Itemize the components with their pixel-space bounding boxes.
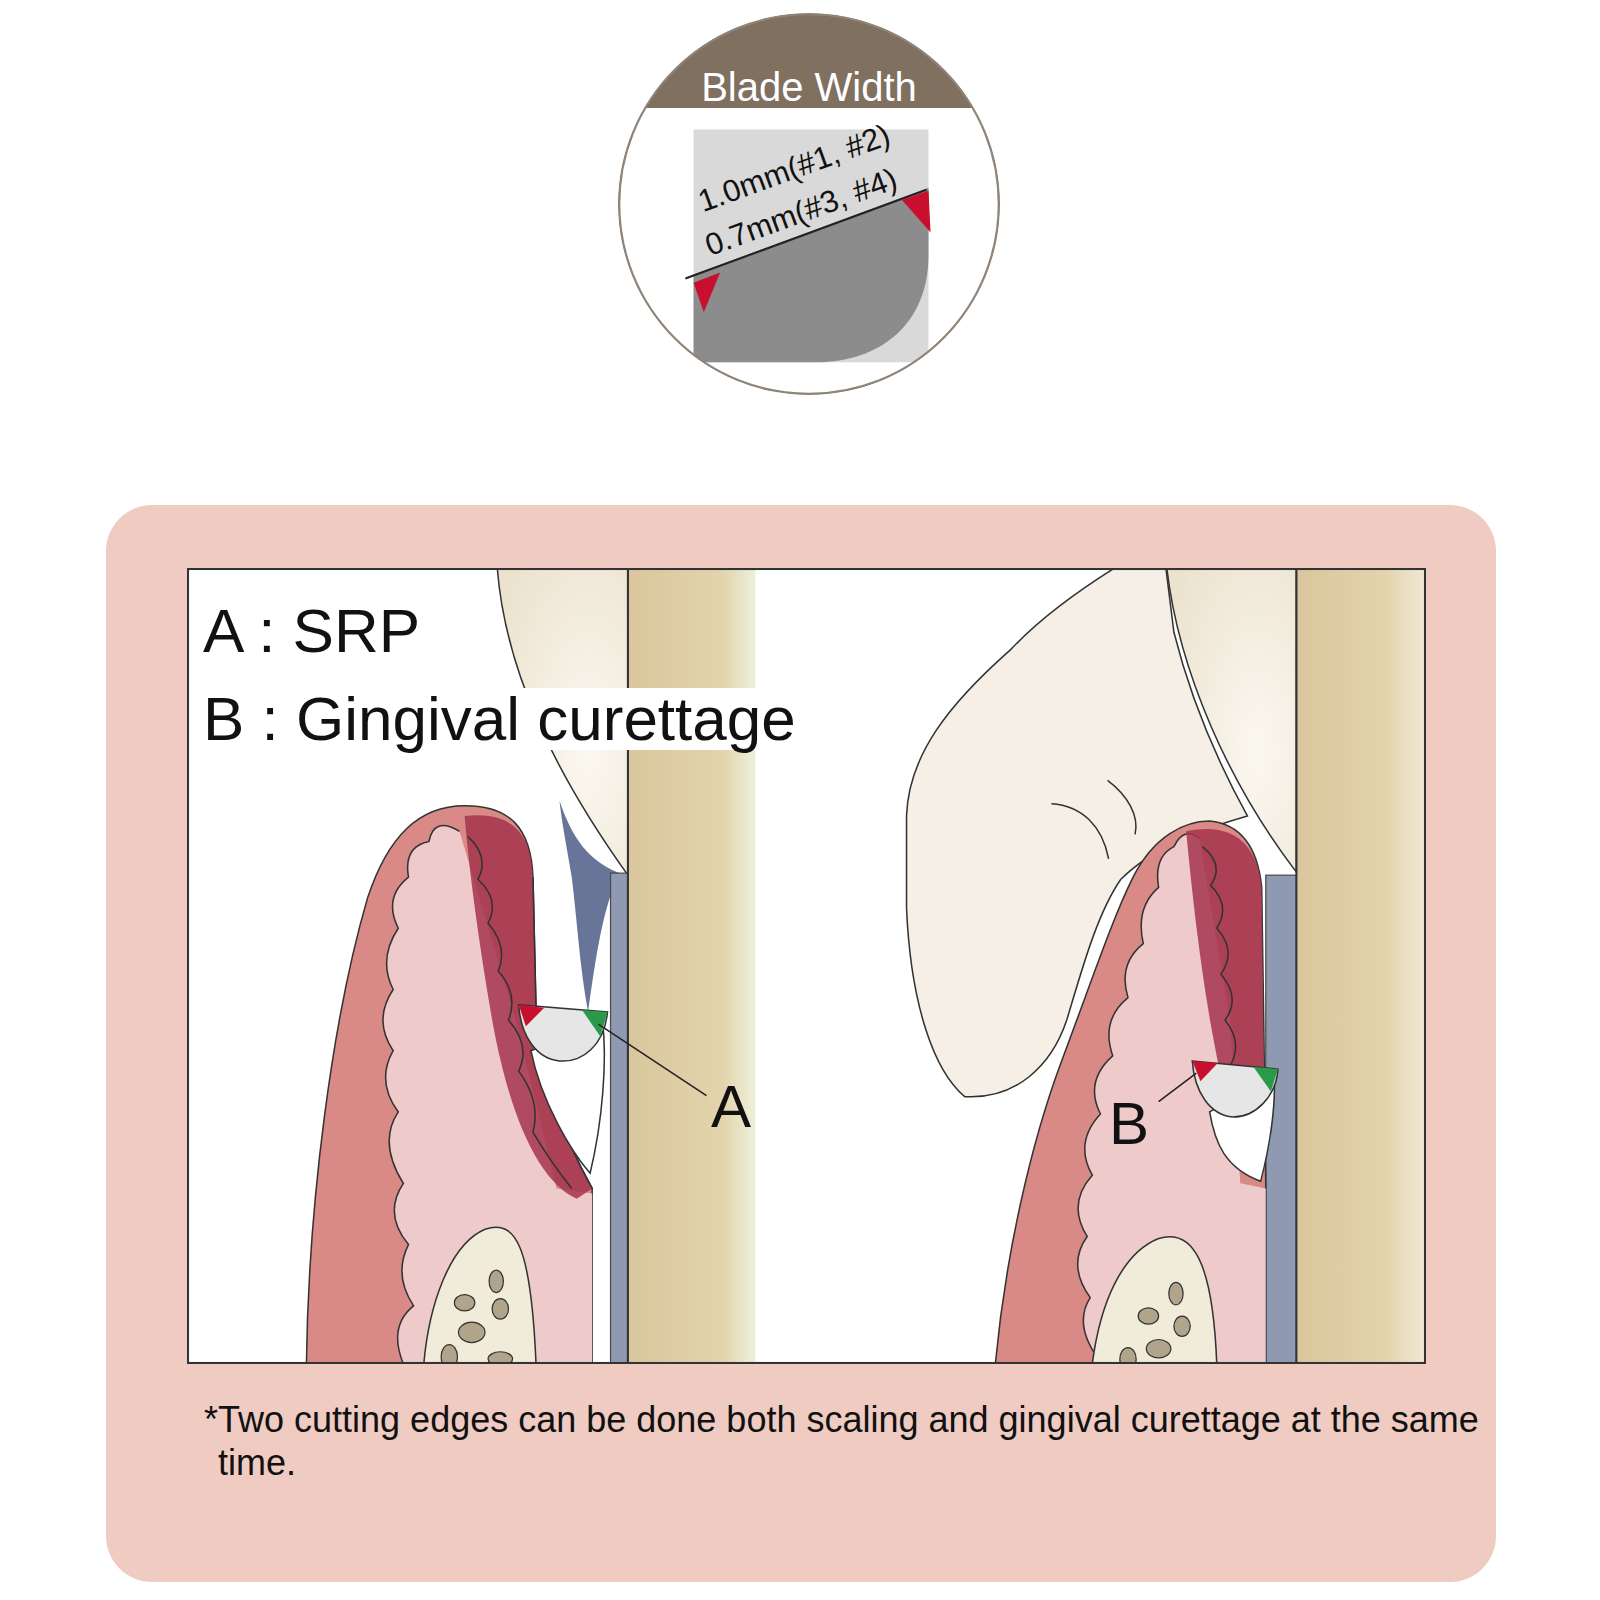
curette-blade (1192, 1061, 1278, 1117)
bone-marrow (1138, 1308, 1158, 1324)
cementum (611, 873, 628, 1364)
crown-contour (1108, 780, 1136, 834)
leader-line (598, 1024, 706, 1095)
illustration-body (187, 568, 1426, 1364)
blade-section (618, 13, 1000, 362)
cutting-edge (902, 191, 931, 233)
inflamed-tissue (1186, 829, 1264, 1079)
leader-line (1159, 1073, 1197, 1102)
alveolar-bone (1092, 1237, 1217, 1364)
callout-letter: A (711, 1077, 751, 1137)
bone-marrow (458, 1322, 485, 1342)
illustration-panel: *Two cutting edges can be done both scal… (106, 505, 1496, 1582)
bone-marrow (441, 1345, 457, 1364)
key-text: B : Gingival curettage (199, 688, 800, 750)
pocket-epithelium (1202, 847, 1235, 1066)
bone-marrow (1120, 1282, 1190, 1364)
cutting-edge (519, 1005, 545, 1026)
frame-border (188, 569, 1425, 1363)
tooth-root (1296, 568, 1426, 1364)
callout-letter: B (1109, 1094, 1149, 1154)
circle-heading: Blade Width (701, 67, 917, 107)
heading-band (618, 13, 1000, 108)
alveolar-bone (424, 1227, 536, 1364)
bone-marrow (454, 1295, 474, 1311)
note-text: *Two cutting edges can be done both scal… (204, 1398, 1483, 1484)
bone-marrow (1169, 1282, 1183, 1304)
cutting-edge (582, 1010, 608, 1037)
bone-marrow (1146, 1340, 1170, 1358)
bone-marrow (1120, 1348, 1136, 1364)
bone-marrow (492, 1299, 508, 1319)
bone-marrow (441, 1270, 512, 1364)
bone-marrow (1174, 1316, 1190, 1336)
key-text: A : SRP (199, 600, 424, 662)
blade-width-circle: Blade Width1.0mm(#1, #2)0.7mm(#3, #4) (618, 13, 1000, 395)
bone-marrow (489, 1270, 503, 1292)
illustration-frame: A : SRP B : Gingival curettage (187, 568, 1426, 1364)
cutting-edge (1192, 1061, 1218, 1081)
curettage-scene (907, 568, 1426, 1364)
cutting-edge (694, 272, 721, 312)
crown-contour (1051, 804, 1108, 859)
frame-ground (187, 568, 1426, 1364)
tooth-outline (1295, 568, 1297, 1364)
cutting-edge (1254, 1067, 1278, 1091)
curette-blade (519, 1005, 608, 1061)
circle-outline (619, 14, 999, 394)
